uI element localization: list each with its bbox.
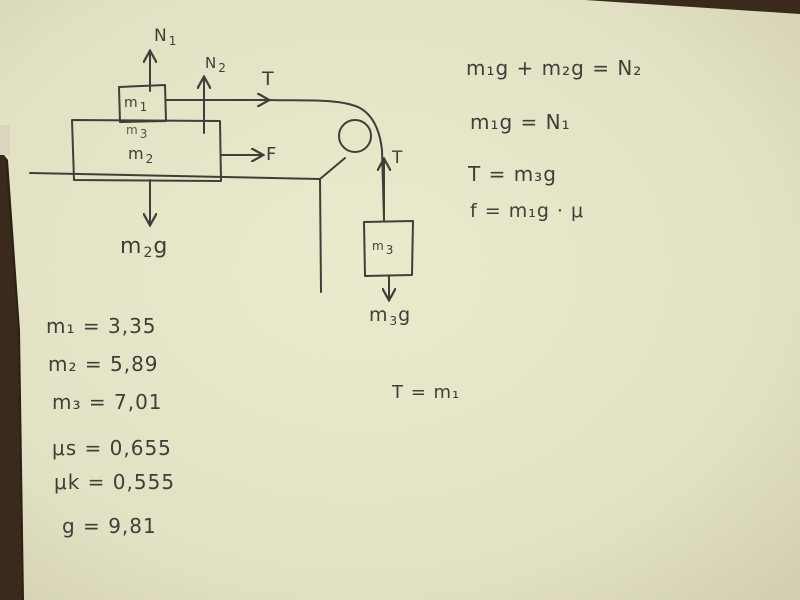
- n2-label: N2: [205, 54, 227, 75]
- equation-1: m₁g + m₂g = N₂: [466, 56, 643, 80]
- force-diagram: [29, 52, 414, 299]
- given-muk-value: 0,555: [112, 470, 176, 494]
- block-m3: [363, 220, 414, 277]
- t-side-label: T: [392, 148, 404, 168]
- m2g-label: m2g: [120, 234, 169, 261]
- equation-4: f = m₁g · μ: [470, 200, 585, 222]
- given-g-label: g: [62, 514, 76, 538]
- given-g: g = 9,81: [62, 514, 157, 538]
- given-m2-value: 5,89: [109, 352, 159, 376]
- given-mus: μs = 0,655: [52, 436, 172, 460]
- paper-edge-strip: [0, 125, 10, 155]
- n1-index: 1: [168, 34, 178, 48]
- given-m2: m₂ = 5,89: [48, 352, 159, 376]
- given-mus-value: 0,655: [109, 436, 172, 460]
- table-edge: [319, 178, 322, 293]
- given-m1-value: 3,35: [107, 314, 157, 338]
- m3-scribble-symbol: m: [126, 123, 139, 137]
- given-g-value: 9,81: [108, 514, 157, 538]
- n2-symbol: N: [205, 54, 218, 72]
- block-m2: [71, 119, 222, 182]
- pulley-bracket: [319, 157, 346, 180]
- m1-block-label: m1: [124, 96, 148, 113]
- given-m3: m₃ = 7,01: [52, 390, 163, 414]
- table-surface: [29, 172, 321, 180]
- given-mus-label: μs: [52, 436, 78, 460]
- m2g-index: 2: [143, 245, 154, 261]
- partial-equation: T = m₁: [392, 382, 461, 403]
- m3-block-index: 3: [385, 243, 395, 257]
- m2-block-label: m2: [128, 144, 155, 166]
- given-muk-label: μk: [54, 470, 81, 494]
- given-m1-label: m₁: [46, 314, 76, 338]
- given-muk: μk = 0,555: [54, 470, 176, 494]
- m3-scribble-label: m3: [126, 124, 148, 140]
- m3g-g: g: [398, 304, 412, 326]
- equation-2: m₁g = N₁: [470, 110, 571, 134]
- m1-block-index: 1: [139, 100, 149, 114]
- rope: [267, 99, 385, 221]
- m3g-label: m3g: [369, 304, 412, 328]
- pulley: [338, 119, 372, 153]
- equation-3: T = m₃g: [468, 162, 557, 186]
- given-m3-value: 7,01: [113, 390, 163, 414]
- n1-symbol: N: [154, 26, 168, 46]
- m3-block-symbol: m: [372, 239, 385, 253]
- t-top-label: T: [262, 68, 275, 90]
- m2-block-symbol: m: [128, 144, 145, 163]
- m3g-index: 3: [389, 314, 399, 328]
- given-m1: m₁ = 3,35: [46, 314, 157, 338]
- f-label: F: [266, 144, 278, 165]
- n2-index: 2: [218, 61, 227, 75]
- m2g-g: g: [153, 234, 169, 259]
- given-m3-label: m₃: [52, 390, 82, 414]
- given-m2-label: m₂: [48, 352, 78, 376]
- m2-block-index: 2: [145, 152, 155, 166]
- m3g-m: m: [369, 304, 389, 326]
- m1-block-symbol: m: [124, 95, 139, 111]
- n1-label: N1: [154, 26, 178, 48]
- m3-scribble-index: 3: [139, 127, 149, 141]
- m3-block-label: m3: [372, 240, 394, 256]
- m2g-m: m: [120, 234, 143, 259]
